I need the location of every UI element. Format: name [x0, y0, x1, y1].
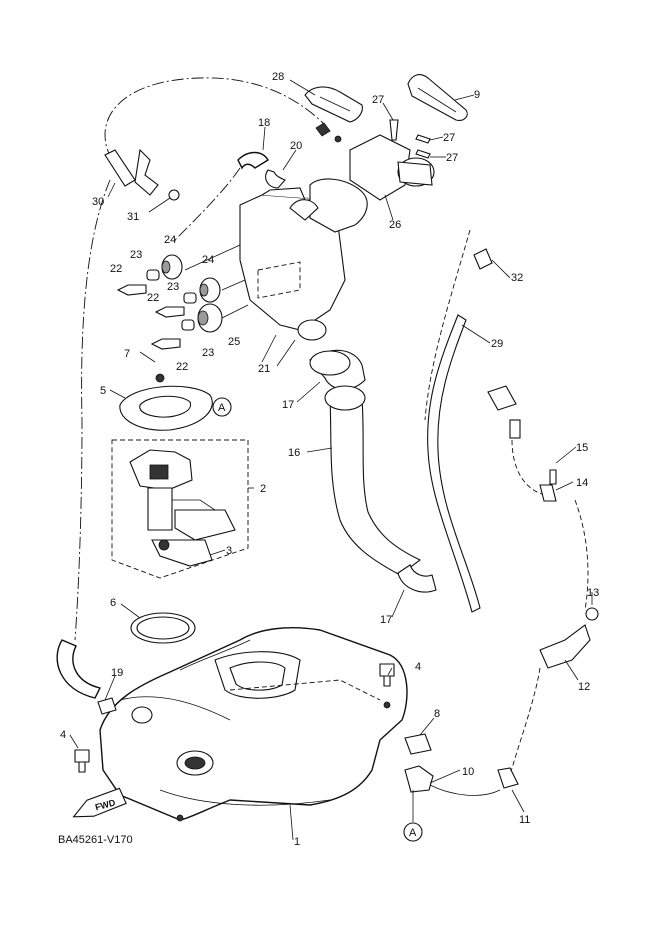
- callout-24-b: 24: [202, 254, 214, 266]
- right-connector: [487, 385, 546, 496]
- callout-3: 3: [226, 545, 232, 557]
- part-28-cover: [304, 86, 363, 143]
- part-22-low: [150, 338, 181, 350]
- breather-hose: [56, 77, 326, 699]
- callout-6: 6: [110, 597, 116, 609]
- callout-9: 9: [474, 89, 480, 101]
- part-26-filler-neck: [349, 134, 435, 201]
- marker-a-circle-top: [212, 397, 232, 417]
- callout-30: 30: [92, 196, 104, 208]
- part-20-clamp: [265, 169, 286, 189]
- part-25: [197, 303, 223, 333]
- part-21-subtank: [239, 178, 368, 341]
- callout-32: 32: [511, 272, 523, 284]
- callout-4-b: 4: [415, 661, 421, 673]
- callout-17-b: 17: [380, 614, 392, 626]
- part-12-13-bracket: [509, 499, 599, 776]
- callout-15: 15: [576, 442, 588, 454]
- callout-4-a: 4: [60, 729, 66, 741]
- callout-numbers: 28 9 27 27 27 26 18 20 30 31 24 23 22 24…: [60, 71, 599, 848]
- callout-10: 10: [462, 766, 474, 778]
- callout-29: 29: [491, 338, 503, 350]
- part-23-upper: [146, 269, 160, 281]
- part-6-ring: [130, 612, 196, 644]
- part-22-upper: [116, 284, 147, 296]
- callout-14: 14: [576, 477, 588, 489]
- part-4-bolts: [74, 663, 395, 773]
- marker-a-label-bottom: A: [409, 827, 417, 839]
- callout-25: 25: [228, 336, 240, 348]
- callout-17-a: 17: [282, 399, 294, 411]
- callout-27-a: 27: [372, 94, 384, 106]
- callout-18: 18: [258, 117, 270, 129]
- callout-16: 16: [288, 447, 300, 459]
- marker-a-label-top: A: [218, 402, 226, 414]
- part-29-line: [424, 229, 493, 613]
- fwd-arrow: FWD: [72, 787, 127, 818]
- part-23-mid: [183, 292, 197, 304]
- part-19-clamp: [97, 697, 117, 715]
- callout-22-c: 22: [176, 361, 188, 373]
- part-30-connector: [104, 122, 331, 201]
- callout-2: 2: [260, 483, 266, 495]
- grommets-22-25: [116, 244, 249, 350]
- callout-13: 13: [587, 587, 599, 599]
- marker-a-circle-bottom: [403, 822, 423, 842]
- part-14-15-clip: [539, 469, 557, 502]
- reference-code: BA45261-V170: [58, 834, 133, 846]
- callout-22-a: 22: [110, 263, 122, 275]
- part-8-10-11: A: [403, 733, 519, 842]
- part-9-cover: [407, 74, 468, 121]
- callout-24-a: 24: [164, 234, 176, 246]
- callout-26: 26: [389, 219, 401, 231]
- part-1-fuel-tank: [99, 626, 408, 822]
- part-24-lower: [199, 277, 221, 303]
- part-23-low: [181, 319, 195, 331]
- callout-23-a: 23: [130, 249, 142, 261]
- callout-1: 1: [294, 836, 300, 848]
- part-27-screws: [389, 119, 431, 159]
- callout-19: 19: [111, 667, 123, 679]
- part-2-pump-assembly: [111, 439, 249, 579]
- part-22-mid: [154, 306, 185, 318]
- callout-20: 20: [290, 140, 302, 152]
- callout-31: 31: [127, 211, 139, 223]
- callout-11: 11: [519, 814, 530, 826]
- part-16-hose: [309, 349, 437, 593]
- callout-27-c: 27: [446, 152, 458, 164]
- callout-8: 8: [434, 708, 440, 720]
- part-24-upper: [161, 254, 183, 280]
- callout-27-b: 27: [443, 132, 455, 144]
- part-5-flange: A: [119, 373, 232, 431]
- callout-5: 5: [100, 385, 106, 397]
- callout-7: 7: [124, 348, 130, 360]
- callout-23-c: 23: [202, 347, 214, 359]
- callout-21: 21: [258, 363, 270, 375]
- callout-22-b: 22: [147, 292, 159, 304]
- callout-28: 28: [272, 71, 284, 83]
- callout-12: 12: [578, 681, 590, 693]
- callout-23-b: 23: [167, 281, 179, 293]
- leader-lines: [69, 79, 593, 841]
